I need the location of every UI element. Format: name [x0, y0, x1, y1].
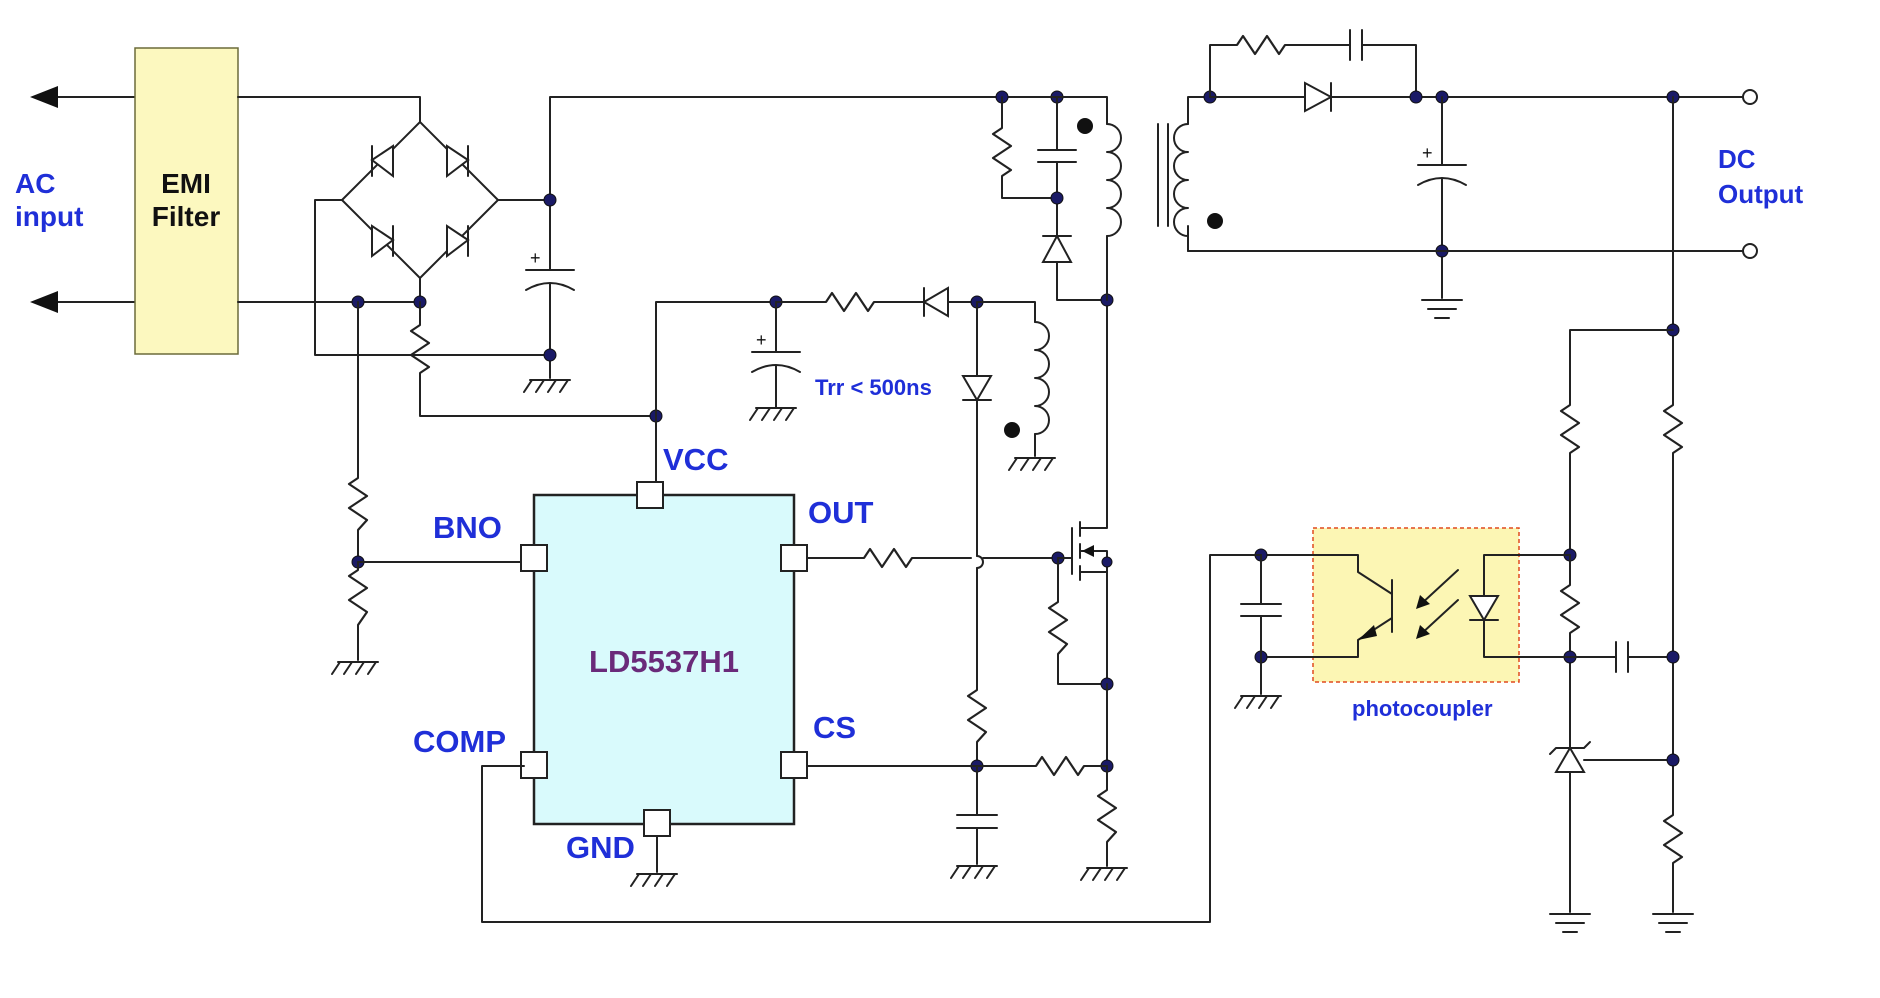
fast-recovery-diode	[961, 375, 993, 402]
aux-winding-dot	[1004, 422, 1020, 438]
ac-input-label-1: AC	[15, 168, 55, 199]
dc-output-label-2: Output	[1718, 179, 1804, 209]
bridge-diode-3	[371, 224, 395, 259]
transformer-secondary	[1173, 123, 1189, 237]
shunt-regulator-tl431	[1549, 741, 1591, 773]
compensation-capacitor	[1615, 641, 1629, 673]
snubber-resistor	[991, 127, 1013, 177]
emi-filter-label-1: EMI	[161, 168, 211, 199]
ac-input-arrows	[30, 86, 136, 313]
ground-symbol	[749, 407, 797, 421]
emi-filter-block	[134, 47, 239, 355]
snubber-diode	[1041, 233, 1073, 263]
trr-label: Trr < 500ns	[815, 375, 932, 400]
pin-label-gnd: GND	[566, 830, 635, 865]
output-terminal-negative	[1742, 243, 1758, 259]
photocoupler-label: photocoupler	[1352, 696, 1493, 721]
ac-input-label-2: input	[15, 201, 83, 232]
svg-text:+: +	[530, 248, 541, 268]
rc-snubber-resistor	[1236, 34, 1286, 56]
ground-symbol	[630, 873, 678, 887]
ground-symbol	[1234, 695, 1282, 709]
ground-symbol	[331, 661, 379, 675]
pin-label-bno: BNO	[433, 510, 502, 545]
pin-vcc	[636, 481, 664, 509]
power-mosfet	[1057, 299, 1108, 581]
cs-capacitor	[956, 814, 998, 829]
ground-symbol	[1421, 299, 1463, 319]
cs-resistor	[1035, 755, 1085, 777]
ground-symbol	[1652, 913, 1694, 933]
emi-filter-label-2: Filter	[152, 201, 221, 232]
dc-output-label-1: DC	[1718, 144, 1756, 174]
secondary-dot	[1207, 213, 1223, 229]
bridge-diode-4	[446, 224, 470, 259]
startup-resistor	[409, 324, 431, 374]
photocoupler-led	[1468, 554, 1571, 658]
bridge-diode-2	[446, 144, 470, 179]
ground-symbol	[1549, 913, 1591, 933]
output-rectifier-diode	[1304, 81, 1334, 113]
ground-symbol	[1080, 867, 1128, 881]
pin-label-vcc: VCC	[663, 442, 728, 477]
output-terminal-positive	[1742, 89, 1758, 105]
transformer-primary	[1106, 123, 1122, 237]
auxiliary-winding	[1034, 321, 1050, 435]
pin-label-cs: CS	[813, 710, 856, 745]
svg-text:+: +	[1422, 143, 1433, 163]
rc-snubber-capacitor	[1349, 29, 1363, 61]
comp-capacitor	[1240, 603, 1282, 617]
cs-filter-resistor	[966, 689, 988, 743]
snubber-capacitor	[1037, 149, 1077, 163]
svg-text:+: +	[756, 330, 767, 350]
pin-label-out: OUT	[808, 495, 874, 530]
bridge-diode-1	[370, 144, 394, 179]
divider-resistor-top	[1662, 404, 1684, 454]
vcc-resistor	[825, 291, 875, 313]
ground-symbol	[1008, 457, 1056, 471]
light-arrows	[1416, 569, 1459, 639]
pin-bno	[520, 544, 548, 572]
bno-resistor-top	[347, 477, 369, 531]
pin-gnd	[643, 809, 671, 837]
photocoupler-phototransistor	[1260, 554, 1393, 658]
pin-out	[780, 544, 808, 572]
bridge-rectifier	[341, 121, 499, 279]
gate-pulldown-resistor	[1047, 601, 1069, 655]
pin-label-comp: COMP	[413, 724, 506, 759]
ground-symbol	[950, 865, 998, 879]
current-sense-resistor	[1096, 789, 1118, 843]
bno-resistor-bottom	[347, 569, 369, 626]
primary-dot	[1077, 118, 1093, 134]
pin-cs	[780, 751, 808, 779]
gate-resistor	[863, 547, 913, 569]
optocoupler-led-resistor	[1559, 404, 1581, 454]
vcc-diode	[922, 286, 949, 318]
bias-resistor	[1559, 584, 1581, 634]
ground-symbol	[523, 379, 571, 393]
pin-comp	[520, 751, 548, 779]
divider-resistor-bottom	[1662, 814, 1684, 864]
ic-part-number: LD5537H1	[589, 644, 739, 679]
